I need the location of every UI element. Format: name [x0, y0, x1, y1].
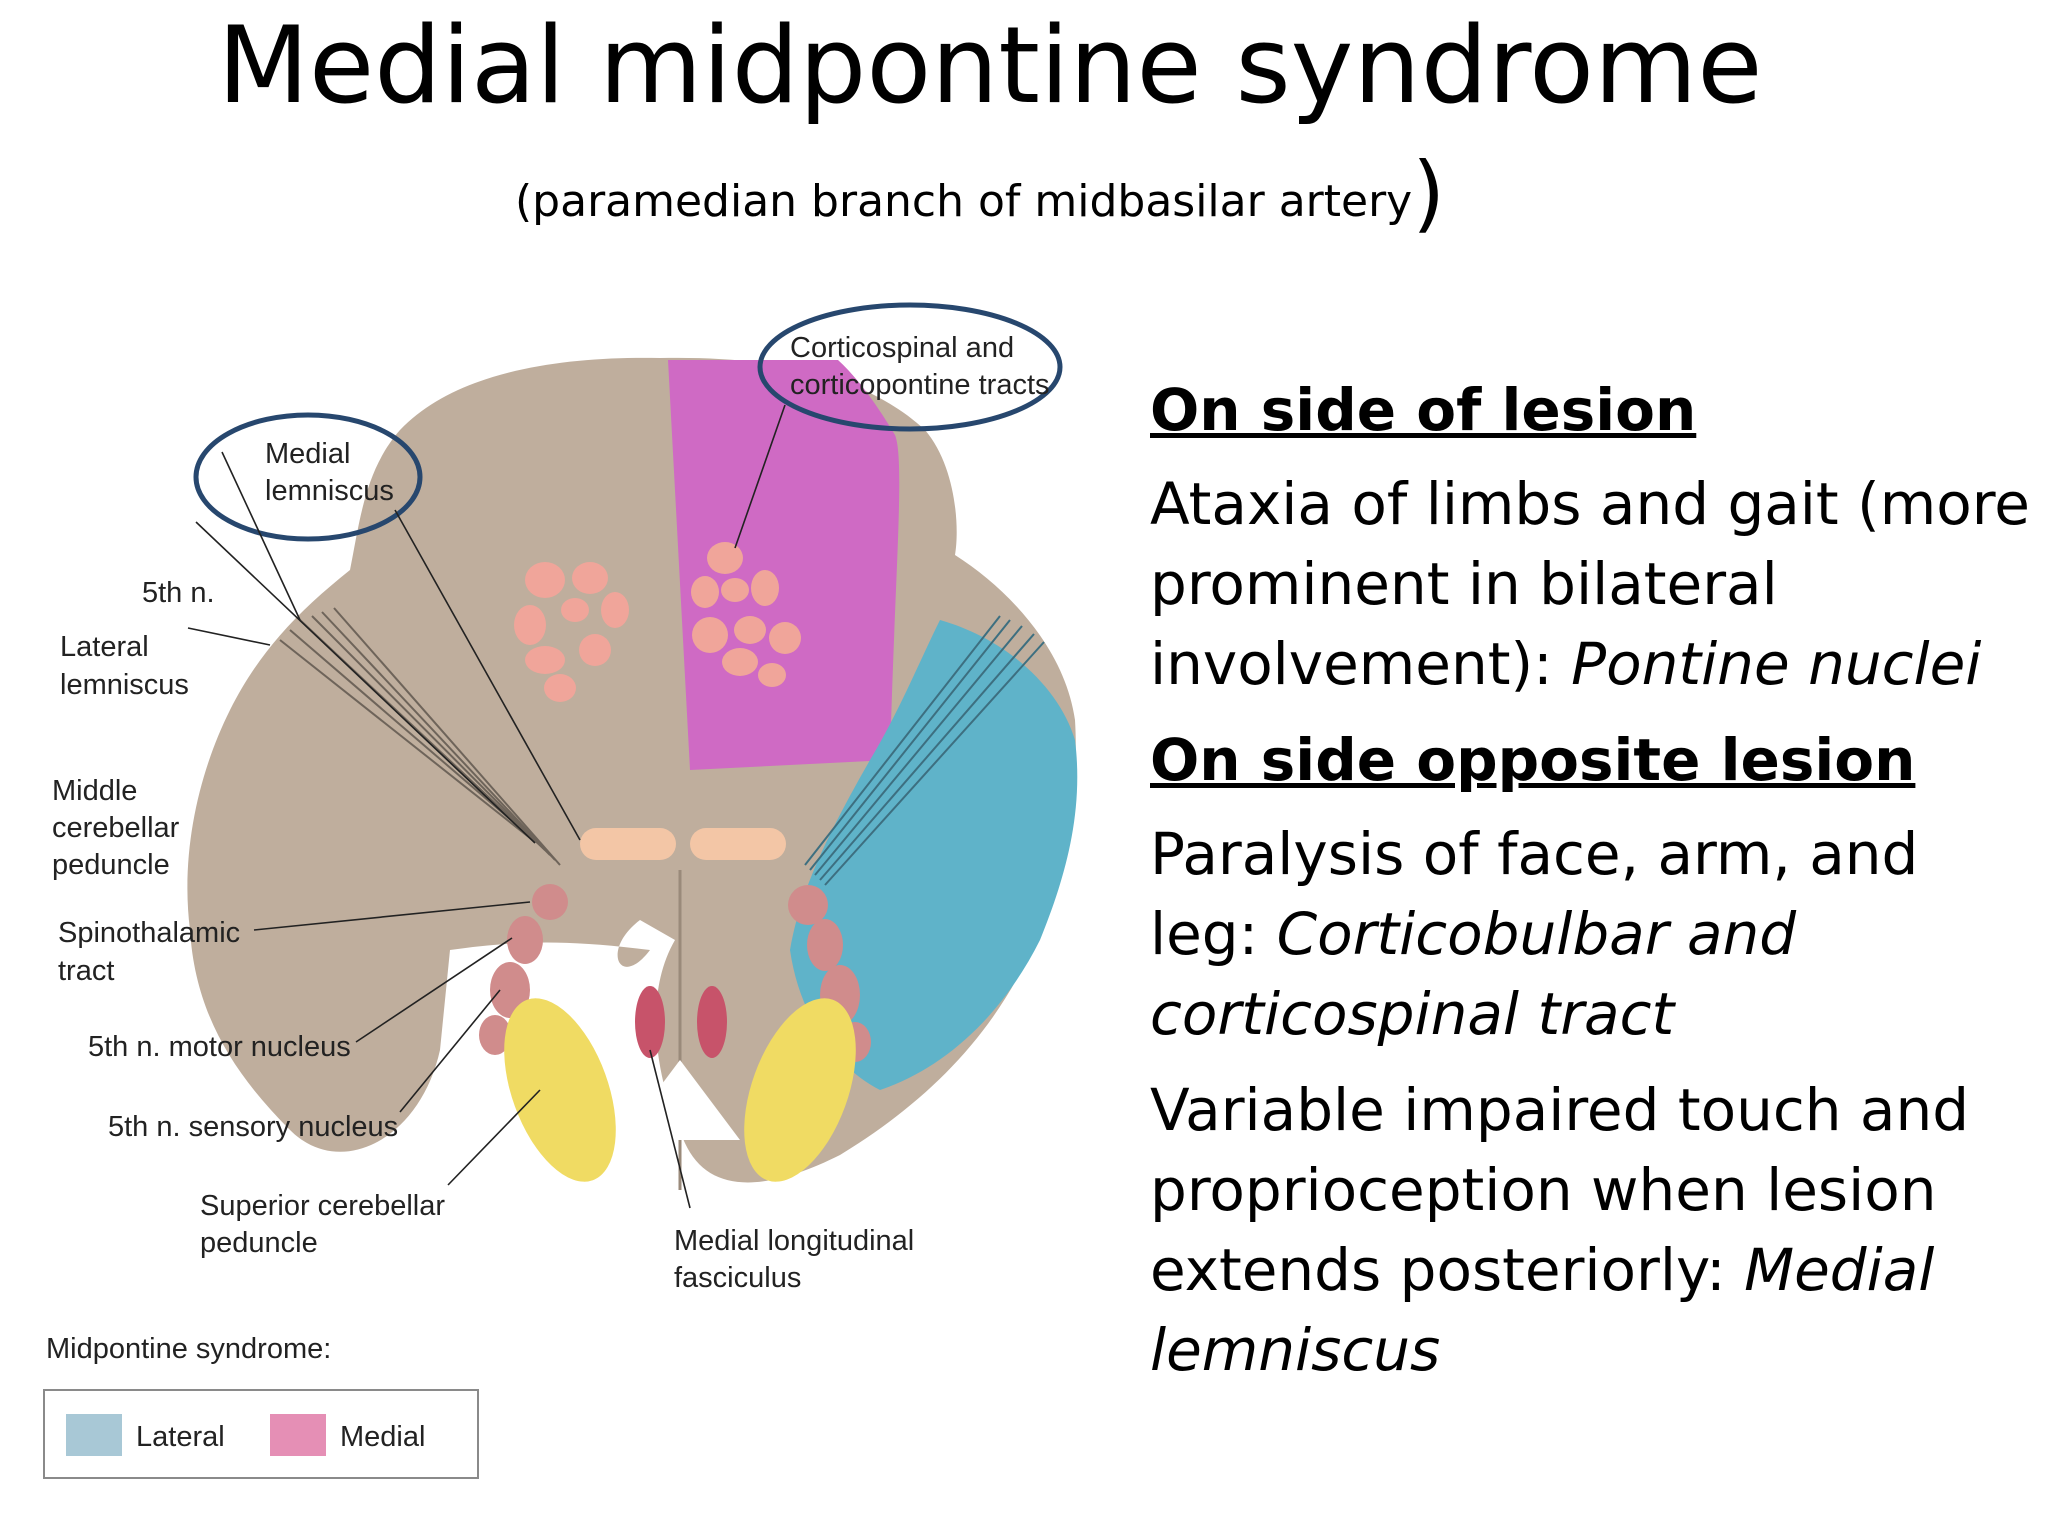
heading-side-opposite-lesion: On side opposite lesion — [1150, 726, 1916, 794]
finding-ataxia-text: Ataxia of limbs and gait (more prominent… — [1150, 470, 2030, 698]
trigeminal-fibers-right — [804, 615, 1045, 886]
lateral-zone — [790, 620, 1078, 1090]
label-mlf-1: Medial longitudinal — [674, 1225, 914, 1257]
finding-proprioception-text: Variable impaired touch and propriocepti… — [1150, 1076, 1970, 1304]
legend-title: Midpontine syndrome: — [46, 1333, 331, 1365]
page-subtitle: (paramedian branch of midbasilar artery) — [0, 148, 1960, 247]
finding-ataxia-structure: Pontine nuclei — [1571, 630, 1982, 698]
corticospinal-circle — [757, 302, 1063, 432]
finding-paralysis: Paralysis of face, arm, and leg: Cortico… — [1150, 814, 2030, 1054]
mlf-left — [635, 986, 665, 1058]
finding-paralysis-text: Paralysis of face, arm, and leg: — [1150, 820, 1919, 968]
pons-cross-section-diagram: Medial lemniscus Corticospinal and corti… — [43, 302, 1078, 1479]
legend-swatch-medial — [270, 1414, 326, 1456]
label-middle-cerebellar-3: peduncle — [52, 849, 170, 881]
label-lateral-lemniscus-2: lemniscus — [60, 669, 189, 701]
label-medial-lemniscus-2: lemniscus — [265, 475, 394, 507]
heading-side-of-lesion: On side of lesion — [1150, 376, 1697, 444]
superior-cerebellar-peduncle-left — [504, 998, 616, 1182]
findings-panel: On side of lesion Ataxia of limbs and ga… — [1150, 370, 2030, 1406]
label-mlf-2: fasciculus — [674, 1262, 801, 1294]
finding-paralysis-structure: Corticobulbar and corticospinal tract — [1150, 900, 1797, 1048]
finding-ataxia: Ataxia of limbs and gait (more prominent… — [1150, 464, 2030, 704]
label-lateral-lemniscus-1: Lateral — [60, 631, 149, 663]
label-superior-cerebellar-2: peduncle — [200, 1227, 318, 1259]
label-medial-lemniscus-1: Medial — [265, 438, 350, 470]
legend-label-lateral: Lateral — [136, 1421, 225, 1453]
medial-lemniscus-left — [580, 828, 676, 860]
finding-proprioception-structure: Medial lemniscus — [1150, 1236, 1935, 1384]
label-spinothalamic-1: Spinothalamic — [58, 917, 240, 949]
label-middle-cerebellar-2: cerebellar — [52, 812, 180, 844]
medial-lemniscus-circle — [193, 412, 423, 542]
label-spinothalamic-2: tract — [58, 955, 114, 987]
label-corticospinal-1: Corticospinal and — [790, 332, 1014, 364]
pontine-nuclei-left — [514, 562, 629, 702]
label-superior-cerebellar-1: Superior cerebellar — [200, 1190, 445, 1222]
legend-label-medial: Medial — [340, 1421, 425, 1453]
subtitle-text: (paramedian branch of midbasilar artery — [515, 176, 1413, 227]
page-title: Medial midpontine syndrome — [217, 4, 1763, 127]
superior-cerebellar-peduncle-right — [744, 998, 856, 1182]
label-5th-sensory-nucleus: 5th n. sensory nucleus — [108, 1111, 398, 1143]
leader-lines — [187, 404, 786, 1209]
legend-swatch-lateral — [66, 1414, 122, 1456]
finding-proprioception: Variable impaired touch and propriocepti… — [1150, 1070, 2030, 1390]
fourth-ventricle — [620, 1060, 740, 1140]
subtitle-close-paren: ) — [1412, 144, 1445, 242]
medial-lemniscus-right — [690, 828, 786, 860]
pontine-nuclei-right — [691, 542, 801, 687]
label-5th-motor-nucleus: 5th n. motor nucleus — [88, 1031, 351, 1063]
label-5th-n: 5th n. — [142, 577, 215, 609]
mlf-right — [697, 986, 727, 1058]
medial-zone — [668, 360, 900, 770]
label-middle-cerebellar-1: Middle — [52, 775, 137, 807]
label-corticospinal-2: corticopontine tracts — [790, 369, 1050, 401]
